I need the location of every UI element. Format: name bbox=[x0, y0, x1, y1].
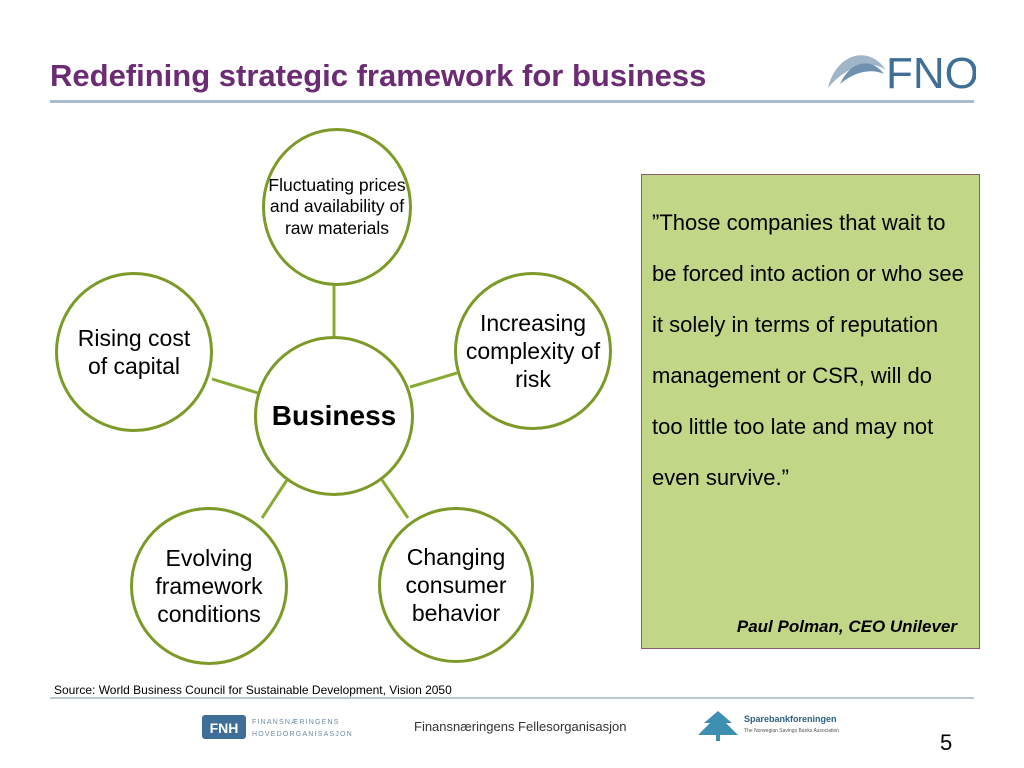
node-capital-cost: Rising cost of capital bbox=[55, 272, 213, 432]
fnh-logo-mark: FNH bbox=[210, 720, 239, 736]
title-divider bbox=[50, 100, 974, 103]
slide-title: Redefining strategic framework for busin… bbox=[50, 58, 707, 93]
node-consumer-behavior-label: Changing consumer behavior bbox=[405, 543, 507, 627]
node-framework-conditions-label: Evolving framework conditions bbox=[155, 544, 263, 628]
node-raw-materials: Fluctuating prices and availability of r… bbox=[262, 128, 412, 286]
node-capital-cost-label: Rising cost of capital bbox=[77, 324, 191, 379]
sparebank-tree-icon bbox=[698, 711, 738, 735]
center-node: Business bbox=[254, 336, 414, 496]
business-framework-diagram: Business Fluctuating prices and availabi… bbox=[55, 128, 612, 665]
fnh-logo: FNH FINANSNÆRINGENS HOVEDORGANISASJON bbox=[202, 715, 353, 739]
quote-text: ”Those companies that wait to be forced … bbox=[652, 210, 964, 490]
connector-left bbox=[211, 377, 259, 395]
footer-logos: FNH FINANSNÆRINGENS HOVEDORGANISASJON Fi… bbox=[202, 711, 839, 741]
fno-logo: FNO bbox=[828, 49, 976, 96]
center-node-label: Business bbox=[271, 399, 397, 431]
node-framework-conditions: Evolving framework conditions bbox=[130, 507, 288, 665]
diagram-connectors bbox=[211, 285, 458, 519]
quote-author: Paul Polman, CEO Unilever bbox=[736, 617, 957, 636]
node-risk-complexity-label: Increasing complexity of risk bbox=[465, 309, 601, 393]
sparebank-subtitle: The Norwegian Savings Banks Association bbox=[744, 728, 839, 734]
fnh-logo-line1: FINANSNÆRINGENS bbox=[252, 719, 340, 726]
connector-right bbox=[409, 371, 458, 389]
fno-logo-text: FNO bbox=[886, 49, 976, 96]
sparebank-name: Sparebankforeningen bbox=[744, 714, 837, 724]
quote-box: ”Those companies that wait to be forced … bbox=[641, 174, 980, 649]
source-note: Source: World Business Council for Susta… bbox=[54, 683, 452, 697]
footer-divider bbox=[50, 697, 974, 699]
node-risk-complexity: Increasing complexity of risk bbox=[454, 272, 612, 430]
fno-logo-swoosh-icon bbox=[828, 55, 886, 88]
page-number: 5 bbox=[940, 730, 953, 755]
sparebankforeningen-logo: Sparebankforeningen The Norwegian Saving… bbox=[698, 711, 839, 741]
connector-bottom-left bbox=[260, 479, 289, 519]
node-consumer-behavior: Changing consumer behavior bbox=[378, 507, 534, 663]
fnh-logo-line2: HOVEDORGANISASJON bbox=[252, 731, 353, 738]
connector-bottom-right bbox=[380, 479, 410, 519]
node-raw-materials-label: Fluctuating prices and availability of r… bbox=[268, 174, 406, 238]
fno-full-name: Finansnæringens Fellesorganisasjon bbox=[414, 719, 626, 734]
